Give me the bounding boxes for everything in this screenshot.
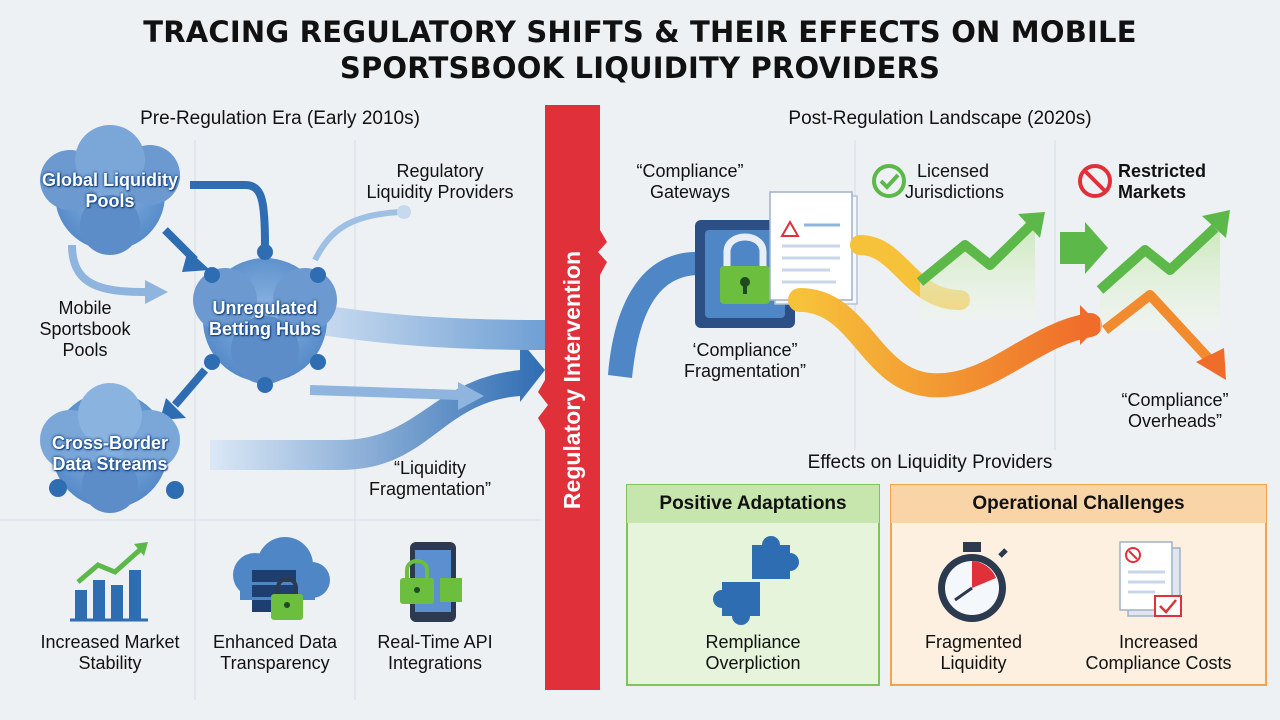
- cross-border-line-1: Cross-Border: [51, 433, 169, 453]
- frag-liq-line-2: Liquidity: [940, 653, 1007, 673]
- data-transparency-caption: Enhanced Data Transparency: [195, 632, 355, 674]
- compliance-costs-caption: Increased Compliance Costs: [1056, 632, 1261, 674]
- reg-providers-line-1: Regulatory: [396, 161, 484, 181]
- title-line-1: TRACING REGULATORY SHIFTS & THEIR EFFECT…: [143, 15, 1137, 49]
- cross-border-line-2: Data Streams: [52, 454, 168, 474]
- cloud-server-lock-icon: [233, 537, 330, 620]
- warning-document-icon: [769, 191, 858, 305]
- title-line-2: SPORTSBOOK LIQUIDITY PROVIDERS: [339, 51, 941, 85]
- restricted-markets-chart: [1096, 210, 1230, 380]
- restricted-line-2: Markets: [1118, 182, 1187, 202]
- compliance-overheads-label: “Compliance” Overheads”: [1100, 390, 1250, 432]
- effects-heading: Effects on Liquidity Providers: [807, 452, 1053, 473]
- restricted-markets-label: Restricted Markets: [1118, 161, 1228, 203]
- phone-lock-icon: [400, 542, 462, 622]
- licensed-line-1: Licensed: [917, 161, 990, 181]
- to-regulatory-providers-line: [312, 209, 401, 262]
- post-divider-flow: [608, 251, 700, 378]
- licensed-growth-chart: [916, 212, 1045, 320]
- cross-border-data-streams-label: Cross-Border Data Streams: [25, 433, 195, 475]
- regulatory-intervention-label: Regulatory Intervention: [559, 250, 585, 510]
- post-regulation-heading: Post-Regulation Landscape (2020s): [788, 108, 1092, 129]
- page-title: TRACING REGULATORY SHIFTS & THEIR EFFECT…: [0, 14, 1280, 86]
- mobile-pools-line-2: Sportsbook: [39, 319, 131, 339]
- api-integrations-caption: Real-Time API Integrations: [355, 632, 515, 674]
- hub-to-center-arrow: [309, 385, 461, 400]
- market-stability-caption: Increased Market Stability: [20, 632, 200, 674]
- licensed-line-2: Jurisdictions: [905, 182, 1005, 202]
- unregulated-betting-hubs-label: Unregulated Betting Hubs: [180, 298, 350, 340]
- api-line-1: Real-Time API: [377, 632, 493, 652]
- global-pools-line-2: Pools: [85, 191, 135, 211]
- liq-frag-line-2: Fragmentation”: [368, 479, 492, 499]
- regulatory-divider: [538, 105, 607, 690]
- stopwatch-icon: [938, 542, 1008, 622]
- positive-adaptations-panel: Positive Adaptations Rempliance Overplic…: [627, 485, 879, 685]
- costs-line-1: Increased: [1118, 632, 1199, 652]
- check-icon: [872, 164, 906, 198]
- api-line-2: Integrations: [387, 653, 483, 673]
- regulatory-liquidity-providers-label: Regulatory Liquidity Providers: [340, 161, 540, 203]
- pre-regulation-heading: Pre-Regulation Era (Early 2010s): [140, 108, 420, 129]
- orange-flow-lower: [788, 288, 1102, 398]
- unregulated-hubs-cloud: [193, 244, 337, 393]
- fragmented-liquidity-caption: Fragmented Liquidity: [891, 632, 1056, 674]
- mobile-pools-line-3: Pools: [62, 340, 108, 360]
- positive-caption-line-1: Rempliance: [705, 632, 801, 652]
- transparency-line-2: Transparency: [220, 653, 330, 673]
- document-stack-icon: [1119, 541, 1182, 617]
- liq-frag-line-1: “Liquidity: [393, 458, 467, 478]
- hubs-line-2: Betting Hubs: [209, 319, 321, 339]
- comp-frag-line-2: Fragmentation”: [683, 361, 807, 381]
- to-restricted-arrow: [1060, 222, 1108, 274]
- frag-liq-line-1: Fragmented: [924, 632, 1023, 652]
- positive-caption-line-2: Overpliction: [705, 653, 801, 673]
- licensed-jurisdictions-label: Licensed Jurisdictions: [905, 161, 1040, 203]
- stability-line-2: Stability: [78, 653, 142, 673]
- operational-challenges-heading: Operational Challenges: [972, 493, 1185, 514]
- transparency-line-1: Enhanced Data: [212, 632, 338, 652]
- gateways-line-1: “Compliance”: [636, 161, 744, 181]
- reg-providers-line-2: Liquidity Providers: [366, 182, 514, 202]
- stability-line-1: Increased Market: [40, 632, 180, 652]
- global-pools-line-1: Global Liquidity: [42, 170, 178, 190]
- overheads-line-2: Overheads”: [1127, 411, 1223, 431]
- liquidity-fragmentation-label: “Liquidity Fragmentation”: [330, 458, 530, 500]
- comp-frag-line-1: ‘Compliance”: [692, 340, 798, 360]
- operational-challenges-panel: Operational Challenges Fragmented Liquid…: [891, 485, 1266, 685]
- mobile-pools-line-1: Mobile: [58, 298, 112, 318]
- mobile-sportsbook-pools-label: Mobile Sportsbook Pools: [20, 298, 150, 361]
- hubs-line-1: Unregulated: [212, 298, 318, 318]
- global-liquidity-cloud: [40, 125, 180, 255]
- positive-caption: Rempliance Overpliction: [627, 632, 879, 674]
- compliance-fragmentation-label: ‘Compliance” Fragmentation”: [660, 340, 830, 382]
- rising-bar-chart-icon: [70, 542, 148, 622]
- compliance-gateways-label: “Compliance” Gateways: [615, 161, 765, 203]
- global-liquidity-pools-label: Global Liquidity Pools: [20, 170, 200, 212]
- cross-border-cloud: [40, 383, 184, 513]
- restricted-line-1: Restricted: [1118, 161, 1207, 181]
- liquidity-fragmentation-flow: [210, 340, 545, 470]
- costs-line-2: Compliance Costs: [1085, 653, 1232, 673]
- prohibited-icon: [1078, 164, 1112, 198]
- overheads-line-1: “Compliance”: [1121, 390, 1229, 410]
- positive-adaptations-heading: Positive Adaptations: [659, 493, 847, 514]
- gateways-line-2: Gateways: [649, 182, 731, 202]
- puzzle-pieces-icon: [713, 536, 799, 625]
